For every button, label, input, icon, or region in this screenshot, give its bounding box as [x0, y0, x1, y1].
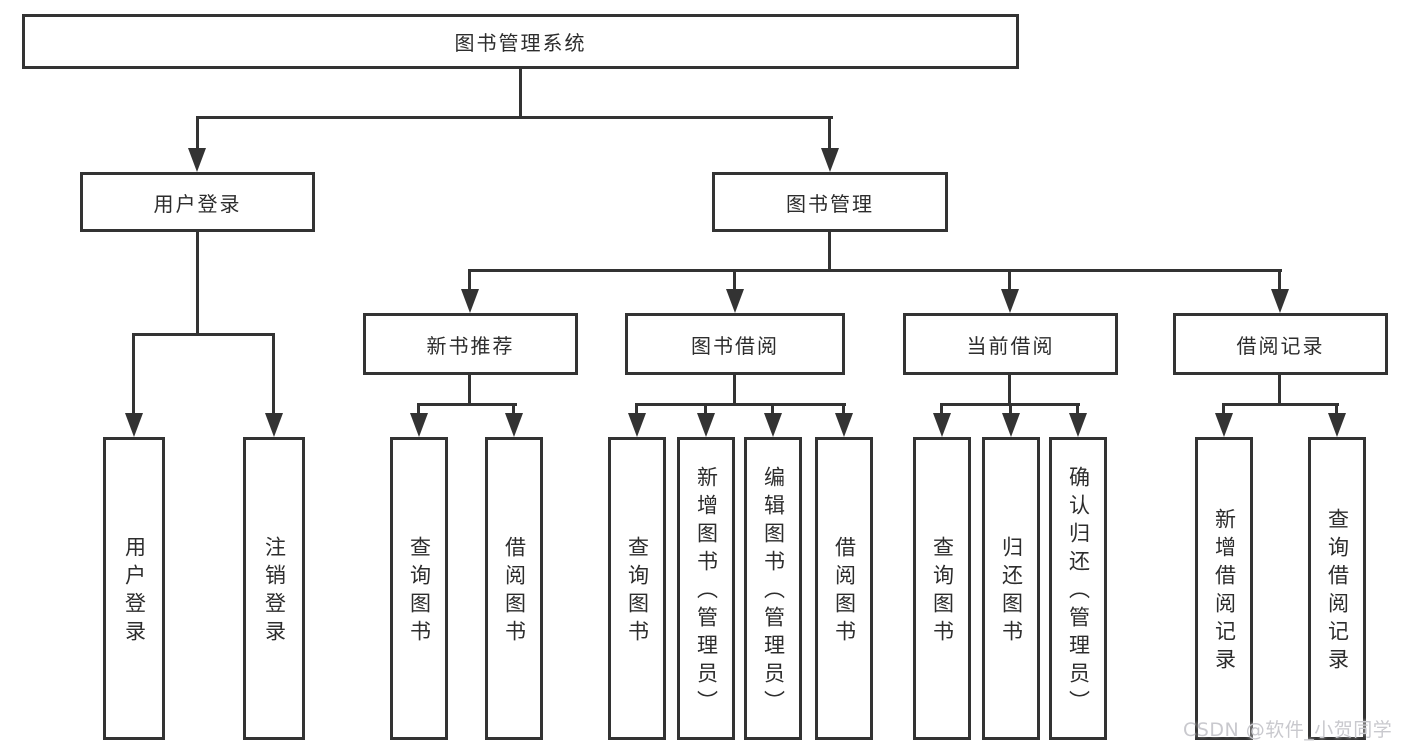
arrowhead-down-icon [835, 413, 853, 437]
connector-line [828, 116, 831, 152]
node-borrow-records: 借阅记录 [1173, 313, 1388, 375]
leaf-borrow-books-recommend: 借阅图书 [485, 437, 543, 740]
arrowhead-down-icon [125, 413, 143, 437]
connector-line [635, 403, 638, 416]
connector-line [512, 403, 515, 416]
connector-line [1278, 269, 1281, 291]
connector-line [1008, 375, 1011, 406]
leaf-return-books: 归还图书 [982, 437, 1040, 740]
connector-line [842, 403, 845, 416]
leaf-query-books-recommend: 查询图书 [390, 437, 448, 740]
connector-line [1008, 269, 1011, 291]
connector-line [132, 333, 275, 336]
leaf-add-books-admin: 新增图书（管理员） [677, 437, 735, 740]
arrowhead-down-icon [933, 413, 951, 437]
arrowhead-down-icon [410, 413, 428, 437]
arrowhead-down-icon [726, 289, 744, 313]
arrowhead-down-icon [1271, 289, 1289, 313]
arrowhead-down-icon [188, 148, 206, 172]
connector-line [196, 116, 199, 152]
connector-line [771, 403, 774, 416]
connector-line [828, 232, 831, 272]
arrowhead-down-icon [628, 413, 646, 437]
connector-line [1076, 403, 1079, 416]
leaf-user-login: 用户登录 [103, 437, 165, 740]
arrowhead-down-icon [821, 148, 839, 172]
node-current-borrow: 当前借阅 [903, 313, 1118, 375]
leaf-borrow-books: 借阅图书 [815, 437, 873, 740]
connector-line [940, 403, 943, 416]
arrowhead-down-icon [1328, 413, 1346, 437]
connector-line [733, 375, 736, 406]
connector-line [733, 269, 736, 291]
connector-line [1222, 403, 1339, 406]
leaf-query-borrow-record: 查询借阅记录 [1308, 437, 1366, 740]
arrowhead-down-icon [1215, 413, 1233, 437]
leaf-edit-books-admin: 编辑图书（管理员） [744, 437, 802, 740]
node-book-management: 图书管理 [712, 172, 948, 232]
leaf-confirm-return-admin: 确认归还（管理员） [1049, 437, 1107, 740]
csdn-watermark: CSDN @软件_小贺同学 [1183, 719, 1393, 741]
connector-line [417, 403, 517, 406]
connector-line [272, 333, 275, 416]
arrowhead-down-icon [1069, 413, 1087, 437]
leaf-logout: 注销登录 [243, 437, 305, 740]
connector-line [1222, 403, 1225, 416]
leaf-query-books-current: 查询图书 [913, 437, 971, 740]
connector-line [196, 116, 833, 119]
node-book-borrow: 图书借阅 [625, 313, 845, 375]
node-library-management-system: 图书管理系统 [22, 14, 1019, 69]
arrowhead-down-icon [697, 413, 715, 437]
arrowhead-down-icon [505, 413, 523, 437]
connector-line [1009, 403, 1012, 416]
leaf-query-books-borrow: 查询图书 [608, 437, 666, 740]
connector-line [519, 69, 522, 119]
node-user-login: 用户登录 [80, 172, 315, 232]
connector-line [468, 269, 471, 291]
arrowhead-down-icon [461, 289, 479, 313]
arrowhead-down-icon [1002, 413, 1020, 437]
arrowhead-down-icon [764, 413, 782, 437]
connector-line [1335, 403, 1338, 416]
connector-line [196, 232, 199, 336]
leaf-add-borrow-record: 新增借阅记录 [1195, 437, 1253, 740]
connector-line [468, 375, 471, 406]
connector-line [468, 269, 1282, 272]
arrowhead-down-icon [265, 413, 283, 437]
connector-line [704, 403, 707, 416]
connector-line [132, 333, 135, 416]
node-new-book-recommend: 新书推荐 [363, 313, 578, 375]
connector-line [417, 403, 420, 416]
arrowhead-down-icon [1001, 289, 1019, 313]
connector-line [1278, 375, 1281, 406]
connector-line [635, 403, 846, 406]
